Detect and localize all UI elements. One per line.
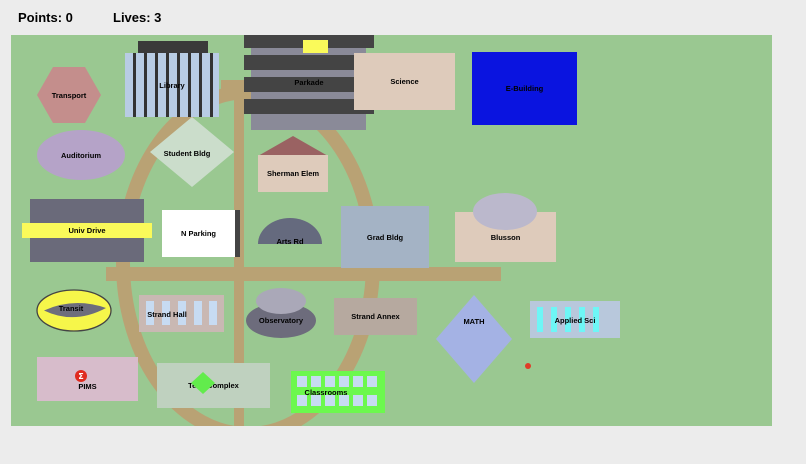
east-west-road xyxy=(106,267,501,281)
ebuilding-label: E-Building xyxy=(505,84,544,93)
auditorium-building[interactable]: Auditorium xyxy=(37,130,125,180)
grad-bldg[interactable]: Grad Bldg xyxy=(341,206,429,268)
classroom-window xyxy=(367,395,377,406)
points-counter: Points: 0 xyxy=(18,10,73,25)
applied-sci-building[interactable] xyxy=(530,301,620,338)
library-roof xyxy=(138,41,208,53)
math-building[interactable] xyxy=(436,295,512,383)
parkade-level-2 xyxy=(244,55,374,70)
library-building[interactable] xyxy=(125,53,219,117)
applied-sci-window xyxy=(537,307,543,332)
transit-station[interactable] xyxy=(36,289,112,332)
science-building[interactable]: Science xyxy=(354,53,455,110)
strand-hall-window xyxy=(162,301,170,325)
parkade-sign xyxy=(303,40,328,53)
classroom-window xyxy=(353,376,363,387)
strand-hall-label: Strand Hall xyxy=(147,310,187,319)
classroom-window xyxy=(353,395,363,406)
applied-sci-window xyxy=(551,307,557,332)
parkade-level-4 xyxy=(244,99,374,114)
univ-drive-label: Univ Drive xyxy=(68,226,106,235)
lives-counter: Lives: 3 xyxy=(113,10,162,25)
sherman-elem-label: Sherman Elem xyxy=(266,169,320,178)
tech-complex[interactable]: Tech Complex xyxy=(157,363,270,408)
classrooms-label: Classrooms xyxy=(304,388,348,397)
strand-hall-window xyxy=(194,301,202,325)
strand-hall-window xyxy=(178,301,186,325)
transport-label: Transport xyxy=(51,90,87,100)
auditorium-label: Auditorium xyxy=(61,150,101,160)
observatory-dome xyxy=(256,288,306,314)
classroom-window xyxy=(325,376,335,387)
arts-rd-dome[interactable] xyxy=(258,218,322,244)
classroom-window xyxy=(297,395,307,406)
transit-label: Transit xyxy=(58,303,84,313)
arts-rd-label: Arts Rd xyxy=(276,237,304,246)
campus-map[interactable]: Transport Library Parkade Science E-Buil… xyxy=(11,35,772,426)
student-bldg-label: Student Bldg xyxy=(163,148,211,158)
pims-label: PIMS xyxy=(78,381,97,391)
math-label: MATH xyxy=(463,316,485,326)
classroom-window xyxy=(311,376,321,387)
classroom-window xyxy=(339,376,349,387)
applied-sci-window xyxy=(593,307,599,332)
library-label: Library xyxy=(159,80,185,90)
classroom-window xyxy=(297,376,307,387)
univ-drive-sign: Univ Drive xyxy=(22,223,152,238)
ebuilding[interactable]: E-Building xyxy=(472,52,577,125)
applied-sci-window xyxy=(579,307,585,332)
tech-complex-label: Tech Complex xyxy=(188,381,239,390)
tech-complex-diamond-icon xyxy=(191,372,215,394)
parkade-label: Parkade xyxy=(294,78,324,87)
applied-sci-window xyxy=(565,307,571,332)
n-parking-label: N Parking xyxy=(180,229,216,238)
strand-hall[interactable] xyxy=(139,295,224,332)
classroom-window xyxy=(367,376,377,387)
transport-building[interactable] xyxy=(37,67,101,123)
strand-hall-window xyxy=(146,301,154,325)
blusson-dome xyxy=(473,193,537,230)
grad-bldg-label: Grad Bldg xyxy=(366,232,404,242)
blusson-label: Blusson xyxy=(490,232,521,242)
n-parking-lot[interactable]: N Parking xyxy=(162,210,240,257)
player-dot[interactable] xyxy=(525,363,531,369)
sigma-icon: Σ xyxy=(75,370,87,382)
observatory-label: Observatory xyxy=(258,316,304,325)
classroom-window xyxy=(325,395,335,406)
strand-hall-window xyxy=(209,301,217,325)
classroom-window xyxy=(311,395,321,406)
sherman-elem-building[interactable]: Sherman Elem xyxy=(258,155,328,192)
pims-building[interactable]: PIMS xyxy=(37,357,138,401)
parkade-level-3 xyxy=(244,77,374,92)
student-bldg[interactable] xyxy=(150,117,234,187)
strand-annex[interactable]: Strand Annex xyxy=(334,298,417,335)
applied-sci-label: Applied Sci xyxy=(554,316,596,325)
sherman-elem-roof xyxy=(258,136,328,156)
strand-annex-label: Strand Annex xyxy=(351,312,400,321)
classrooms-building[interactable] xyxy=(291,371,385,413)
classroom-window xyxy=(339,395,349,406)
